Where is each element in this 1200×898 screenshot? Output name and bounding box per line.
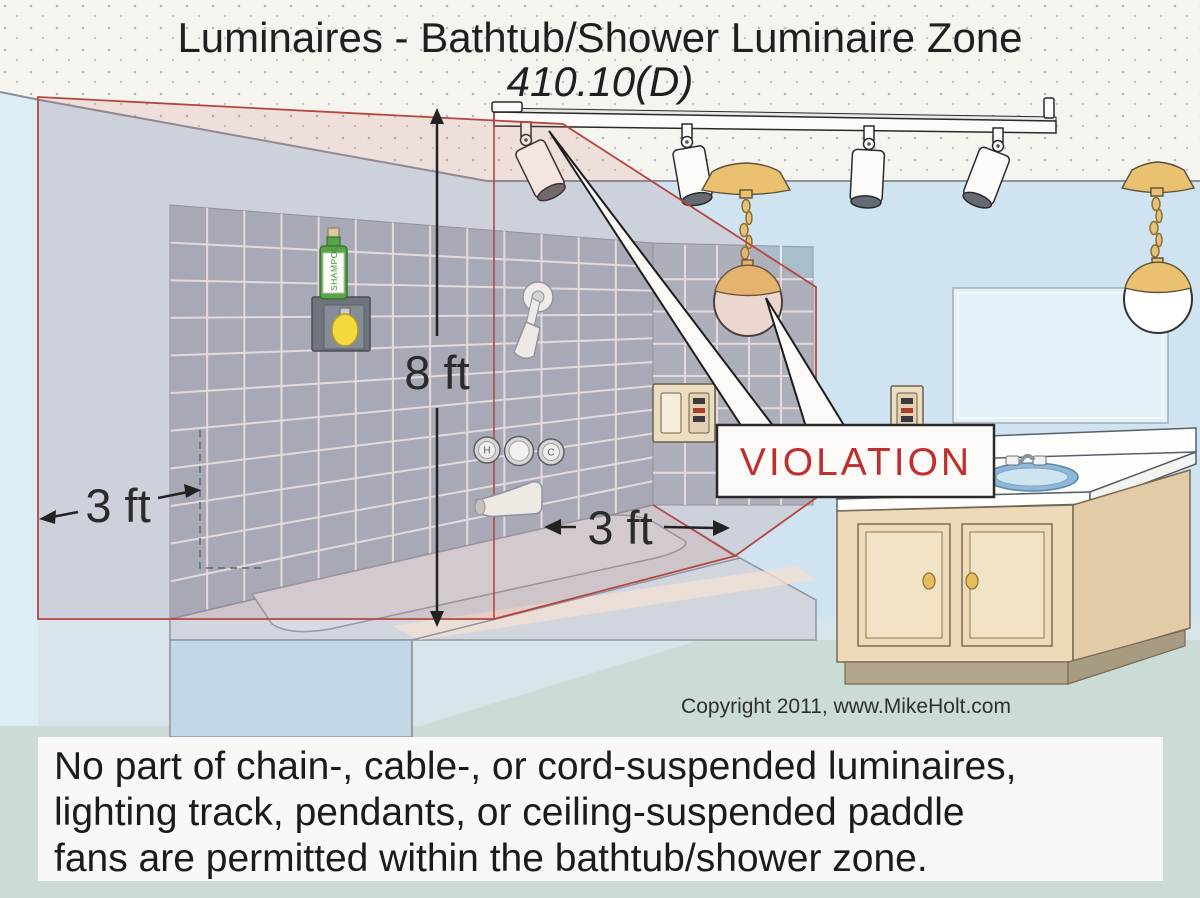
title-line-1: Luminaires - Bathtub/Shower Luminaire Zo…	[177, 14, 1022, 61]
grout-line	[169, 480, 654, 583]
tub-highlight	[392, 566, 816, 640]
cold-label: C	[547, 448, 554, 459]
page-title: Luminaires - Bathtub/Shower Luminaire Zo…	[177, 14, 1022, 105]
switch-gfci-plate	[652, 383, 716, 443]
grout-line	[169, 361, 654, 395]
grout-line	[169, 279, 654, 292]
track-mount-right	[1043, 97, 1055, 119]
grout-line	[169, 313, 654, 319]
grout-line	[169, 384, 654, 432]
grout-line	[169, 337, 654, 357]
violation-callout: VIOLATION	[548, 130, 996, 499]
light-bulb	[331, 313, 359, 347]
tub-spout	[474, 480, 543, 518]
hot-label: H	[483, 446, 490, 457]
pendant-light-center	[700, 162, 792, 337]
caption-line-1: No part of chain-, cable-, or cord-suspe…	[54, 745, 1016, 788]
tub-basin	[250, 514, 687, 633]
ceiling	[0, 0, 1200, 182]
violation-label: VIOLATION	[740, 441, 972, 484]
pendant-chain	[1151, 196, 1161, 212]
pendant-chain	[741, 198, 751, 214]
light-switch	[660, 392, 682, 434]
cabinet-base	[844, 661, 1069, 685]
cabinet-side	[1072, 468, 1191, 663]
sink-spout	[1018, 453, 1036, 465]
grout-line	[169, 408, 654, 470]
ceiling-line	[0, 91, 1200, 182]
door-knob	[965, 572, 979, 590]
track-head-4	[962, 127, 1011, 209]
track-mount-left	[491, 101, 523, 113]
faucet-handles: H C	[473, 435, 565, 467]
bathtub	[169, 504, 817, 738]
shower-head	[513, 281, 554, 359]
diverter-handle	[503, 435, 535, 467]
shampoo-bottle: SHAMPOO	[319, 227, 348, 300]
tub-offset-label: 3 ft	[587, 501, 652, 554]
bottle-label	[322, 252, 345, 294]
cold-handle: C	[537, 438, 565, 466]
sink-handle	[1032, 455, 1047, 466]
dimension-3ft-tub: 3 ft	[544, 501, 730, 554]
left-wall-strip	[0, 92, 38, 726]
copyright-text: Copyright 2011, www.MikeHolt.com	[681, 695, 1011, 718]
door-knob	[922, 572, 936, 590]
track-head-3	[849, 125, 886, 209]
track-head-1	[515, 121, 566, 202]
caption-line-2: lighting track, pendants, or ceiling-sus…	[54, 791, 965, 834]
dimension-3ft-left: 3 ft	[39, 479, 201, 532]
violation-box	[715, 423, 996, 499]
wall-offset-label: 3 ft	[85, 479, 150, 532]
track-head-2	[672, 123, 713, 207]
track-light	[491, 97, 1057, 209]
grout-line	[169, 456, 654, 545]
height-label: 8 ft	[404, 346, 469, 399]
sink	[985, 453, 1079, 492]
zone-bottom-edge	[652, 504, 736, 557]
grout-line	[169, 241, 654, 268]
pendant-light-right	[1120, 161, 1196, 334]
shampoo-label: SHAMPOO	[329, 244, 339, 291]
ceiling-speckle	[0, 0, 1200, 181]
dimension-8ft: 8 ft	[404, 108, 470, 627]
title-line-2: 410.10(D)	[507, 58, 694, 105]
caption-line-3: fans are permitted within the bathtub/sh…	[54, 837, 928, 880]
grout-line	[169, 432, 654, 508]
caption-box: No part of chain-, cable-, or cord-suspe…	[38, 737, 1163, 881]
hot-handle: H	[473, 436, 501, 464]
sink-handle	[1005, 455, 1020, 466]
tub-apron	[169, 639, 413, 738]
grout-left	[169, 207, 654, 611]
shower-light	[311, 296, 371, 352]
dashed-reference-line	[199, 430, 266, 569]
